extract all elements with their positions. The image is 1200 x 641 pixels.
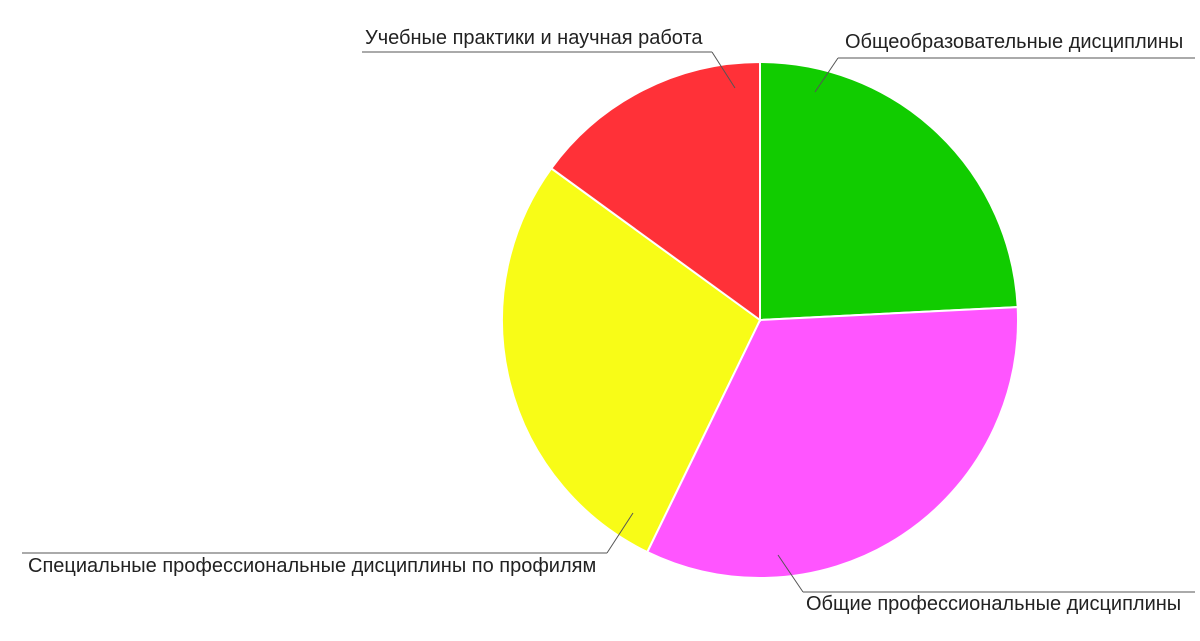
slice-label-practice-research: Учебные практики и научная работа bbox=[365, 27, 703, 49]
leader-lines bbox=[22, 51, 1195, 593]
leader-line-special-professional bbox=[606, 512, 634, 554]
leader-line-practice-research bbox=[711, 51, 736, 89]
leader-line-general-education bbox=[814, 57, 839, 93]
slice-label-general-professional: Общие профессиональные дисциплины bbox=[806, 593, 1181, 615]
pie-slice-special-professional bbox=[501, 166, 762, 554]
slice-label-general-education: Общеобразовательные дисциплины bbox=[845, 31, 1183, 53]
pie-slices bbox=[501, 60, 1019, 579]
slice-label-special-professional: Специальные профессиональные дисциплины … bbox=[28, 555, 596, 577]
pie-slice-general-education bbox=[759, 60, 1019, 322]
pie-slice-general-professional bbox=[645, 305, 1019, 579]
leader-line-general-professional bbox=[777, 554, 804, 593]
pie-slice-practice-research bbox=[549, 60, 761, 322]
slice-labels: Общеобразовательные дисциплины Общие про… bbox=[28, 27, 1183, 615]
